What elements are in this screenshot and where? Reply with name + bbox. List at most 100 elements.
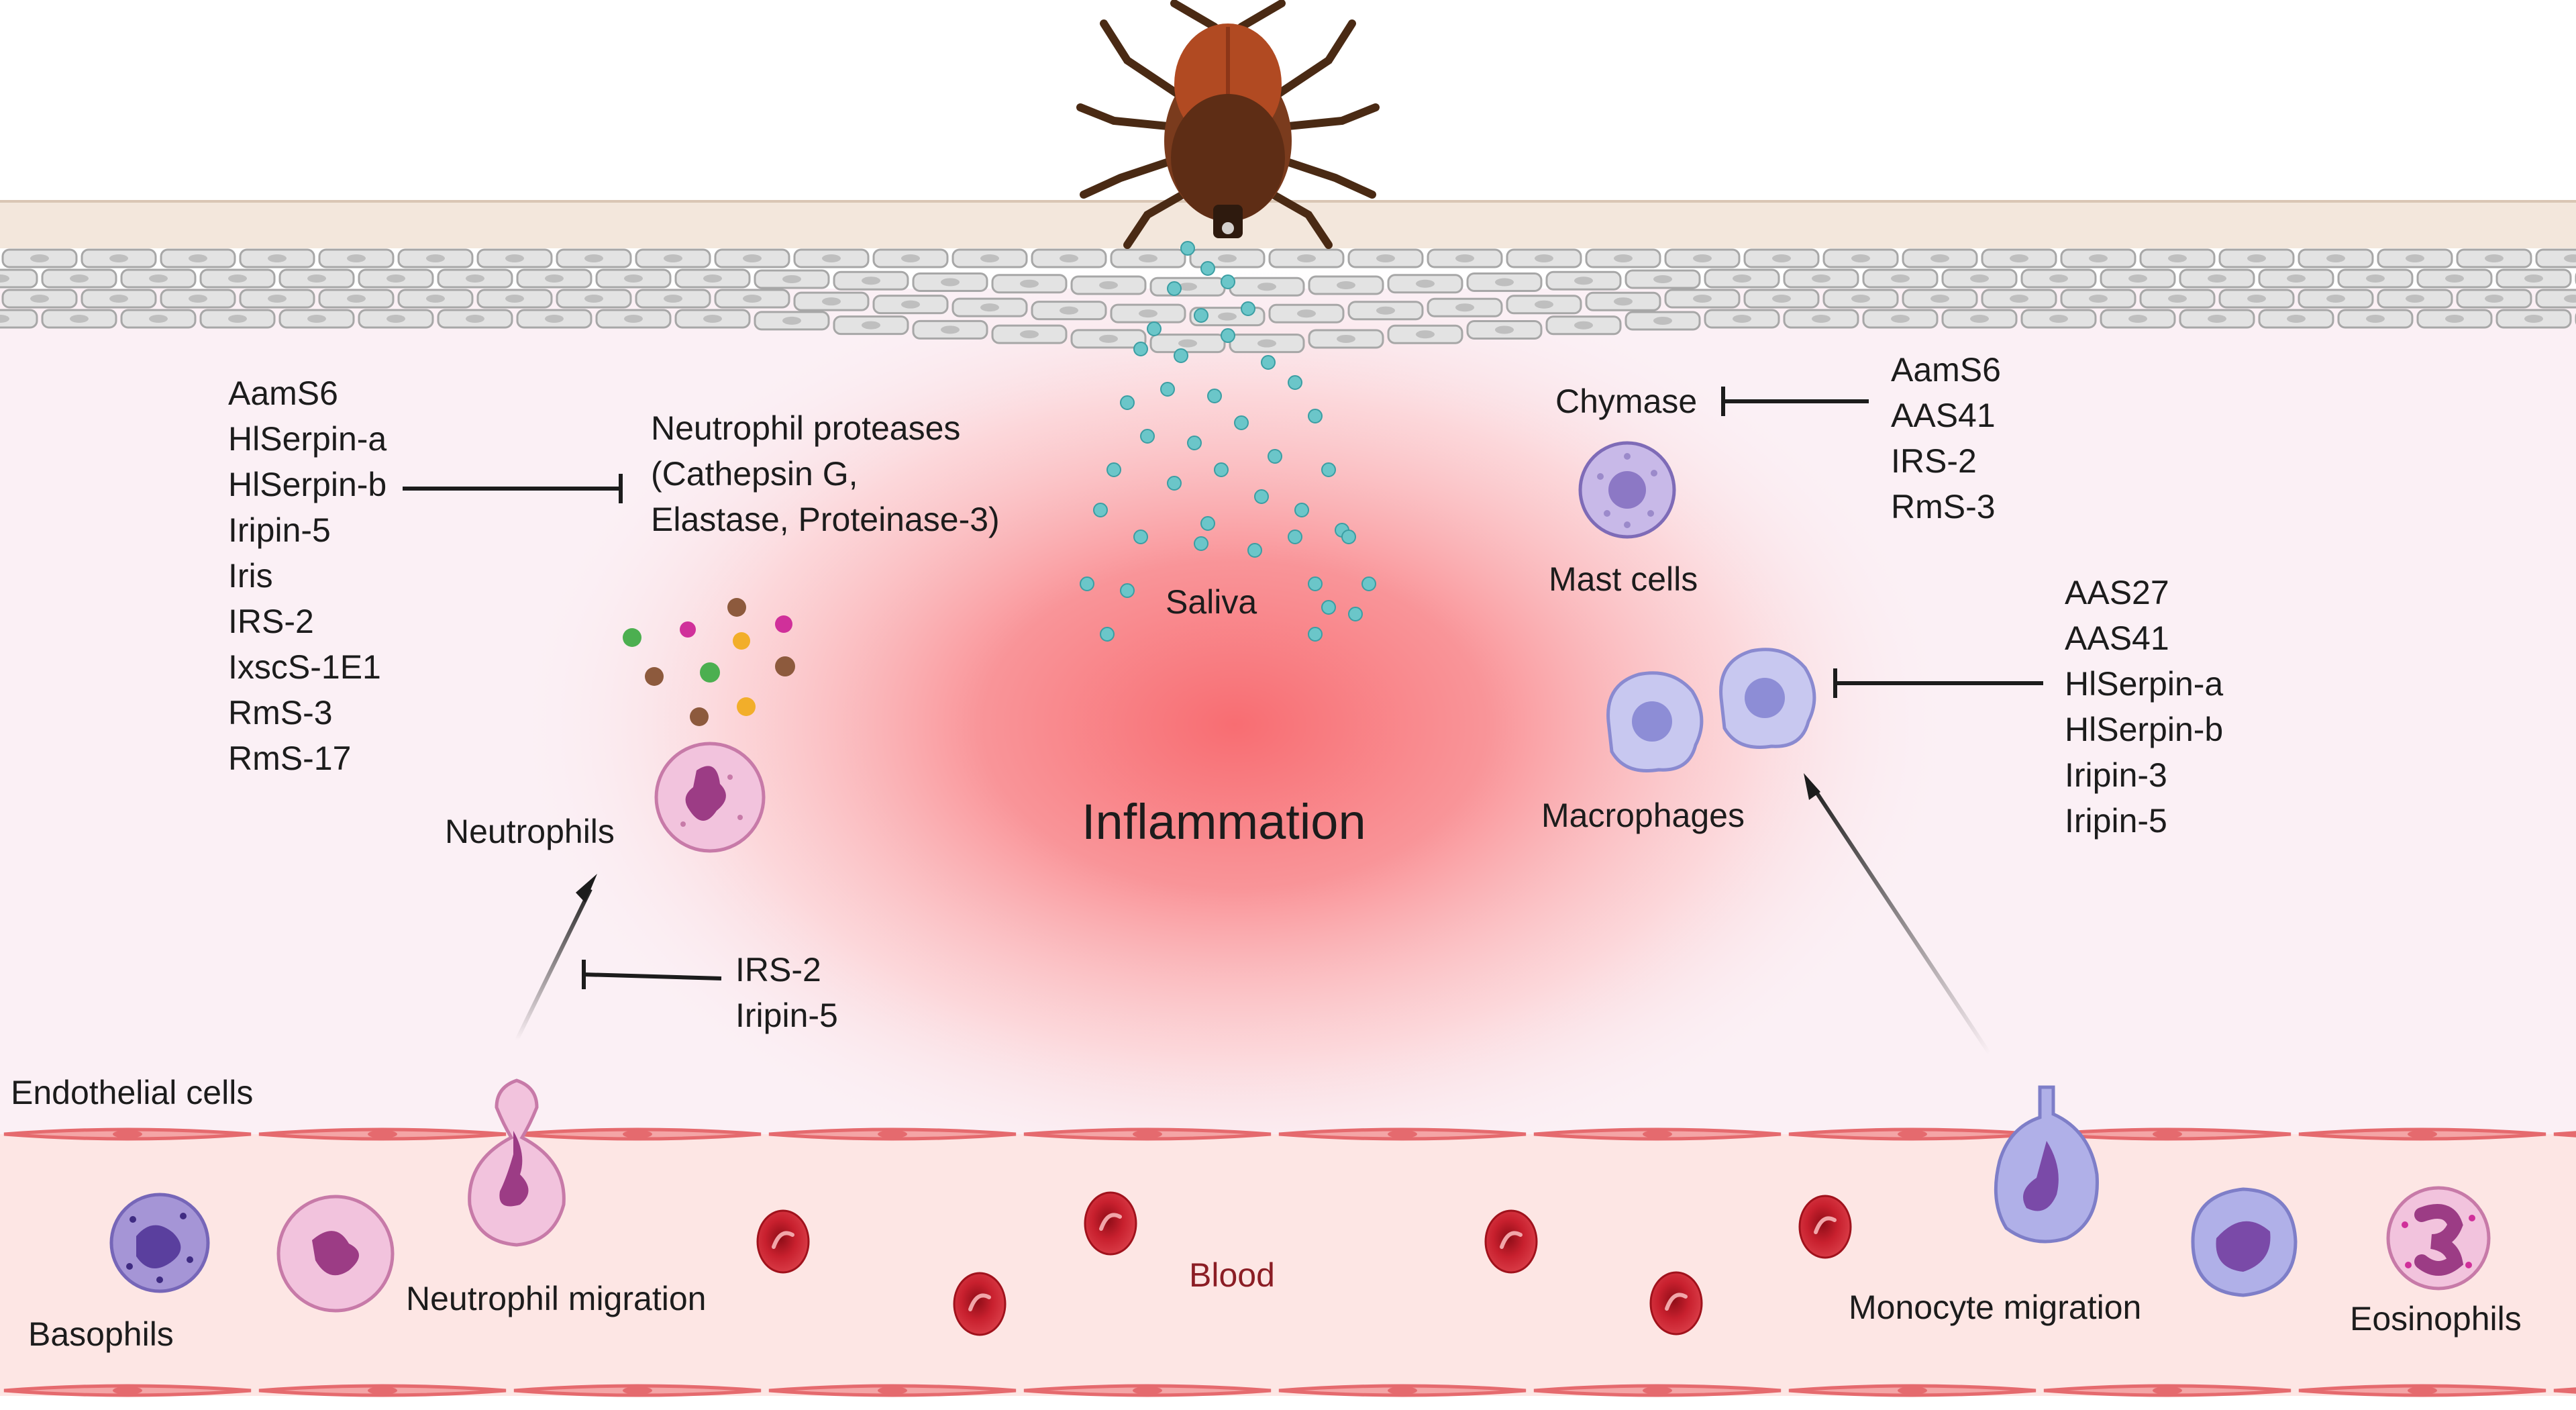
cell-nucleus [1693,254,1712,262]
cell-nucleus [822,254,841,262]
cell-nucleus [1139,309,1157,318]
endothelial-nucleus [623,1387,652,1395]
saliva-droplet [1133,342,1148,356]
cell-nucleus [584,295,603,303]
cell-nucleus [1614,297,1633,306]
neutrophil-migrating-icon [468,1078,566,1247]
cell-nucleus [466,274,484,283]
neutrophil-protease-inhibitor-list: AamS6 HlSerpin-a HlSerpin-b Iripin-5 Iri… [228,374,387,777]
cell-nucleus [1416,279,1435,288]
cell-nucleus [1930,254,1949,262]
cell-nucleus [2366,274,2385,283]
cell-nucleus [149,274,168,283]
saliva-droplet [1348,607,1363,621]
cell-nucleus [109,295,128,303]
cell-nucleus [2406,254,2424,262]
cell-nucleus [2287,274,2306,283]
cell-nucleus [1891,315,1910,323]
cell-nucleus [2168,254,2187,262]
red-blood-cell [1798,1195,1852,1259]
endothelial-nucleus [623,1130,652,1138]
inhibitor-item: Iripin-5 [735,997,838,1034]
cell-nucleus [2406,295,2424,303]
inhibitor-item: IRS-2 [735,951,821,989]
cell-nucleus [1416,330,1435,339]
saliva-droplet [1247,543,1262,558]
cell-nucleus [2049,315,2068,323]
endothelial-nucleus [878,1130,907,1138]
cell-nucleus [1812,274,1831,283]
blood-label: Blood [1189,1256,1275,1294]
cell-nucleus [2168,295,2187,303]
inhibitor-item: RmS-3 [1891,488,1996,525]
cell-nucleus [1139,254,1157,262]
cell-nucleus [941,325,960,334]
inhibitor-item: Iripin-3 [2065,756,2167,794]
cell-nucleus [307,274,326,283]
cell-nucleus [901,300,920,309]
macrophage-icon [1719,648,1816,749]
saliva-droplet [1080,576,1094,591]
cell-nucleus [1574,321,1593,330]
saliva-droplet [1221,328,1235,343]
mast-cells-label: Mast cells [1549,560,1698,598]
saliva-droplet [1194,536,1208,551]
cell-nucleus [1376,306,1395,315]
cell-nucleus [2010,254,2028,262]
saliva-droplet [1221,274,1235,289]
endothelial-nucleus [878,1387,907,1395]
cell-nucleus [0,274,9,283]
cell-nucleus [1733,315,1751,323]
inhibitor-item: AAS27 [2065,574,2169,611]
saliva-droplet [1133,530,1148,544]
cell-nucleus [1970,274,1989,283]
cell-nucleus [505,295,524,303]
monocyte-migration-label: Monocyte migration [1849,1289,2141,1326]
endothelial-cell [2553,1387,2576,1394]
neutrophil-migration-inhibitor-list: IRS-2 Iripin-5 [735,951,838,1034]
saliva-label: Saliva [1166,583,1257,621]
saliva-droplet [1294,503,1309,517]
saliva-droplet [1321,462,1336,477]
saliva-droplet [1341,530,1356,544]
inhibitor-item: HlSerpin-a [2065,665,2223,703]
epidermal-cell [0,309,38,329]
cell-nucleus [2010,295,2028,303]
cell-nucleus [466,315,484,323]
saliva-droplet [1174,348,1188,363]
neutrophil-proteases-text: Neutrophil proteases (Cathepsin G, Elast… [651,409,1000,538]
red-blood-cells [756,1191,1852,1336]
cell-nucleus [1812,315,1831,323]
cell-nucleus [782,316,801,325]
protease-line: Elastase, Proteinase-3) [651,501,1000,538]
inhibitor-item: Iripin-5 [2065,802,2167,840]
cell-nucleus [268,295,287,303]
saliva-droplet [1234,415,1249,430]
cell-nucleus [1574,276,1593,285]
cell-nucleus [743,254,762,262]
endothelial-nucleus [368,1387,397,1395]
cell-nucleus [1099,334,1118,343]
saliva-droplet [1288,530,1302,544]
saliva-droplet [1106,462,1121,477]
cell-nucleus [426,254,445,262]
cell-nucleus [2247,295,2266,303]
cell-nucleus [228,315,247,323]
mast-cell-icon [1578,441,1676,539]
monocyte-blood-icon [2191,1187,2298,1297]
saliva-droplet [1120,395,1135,410]
rbc-highlight [968,1293,991,1311]
inhibitor-item: RmS-3 [228,694,333,732]
cell-nucleus [1060,306,1078,315]
cell-nucleus [505,254,524,262]
cell-nucleus [228,274,247,283]
cell-nucleus [2128,315,2147,323]
cell-nucleus [1614,254,1633,262]
inhibition-macrophages [1833,668,2043,698]
saliva-droplet [1147,321,1162,336]
cell-nucleus [1535,254,1553,262]
neutrophil-migration-label: Neutrophil migration [406,1280,706,1317]
cell-nucleus [1851,254,1870,262]
saliva-droplet [1167,476,1182,491]
